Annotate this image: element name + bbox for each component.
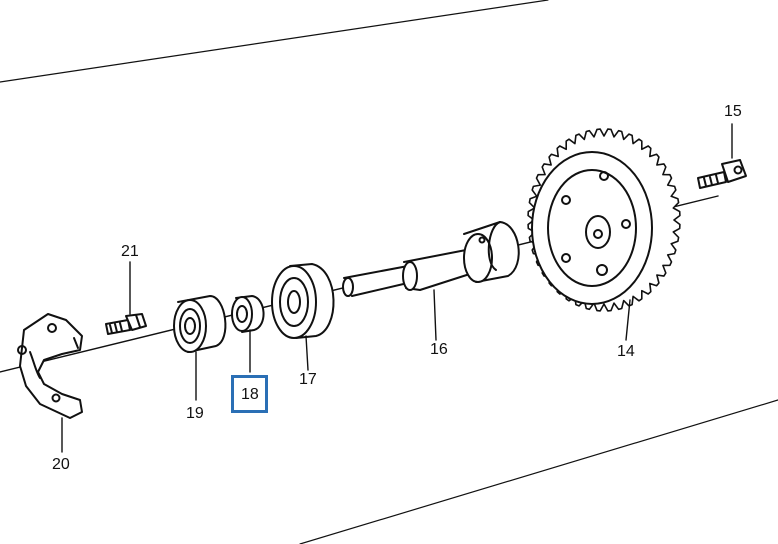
label-18: 18 xyxy=(241,386,259,403)
bolt-part-15 xyxy=(697,159,747,189)
label-19: 19 xyxy=(186,405,204,422)
label-16: 16 xyxy=(430,341,448,358)
bearing-part-17 xyxy=(271,263,335,339)
background-line xyxy=(299,399,778,544)
label-20: 20 xyxy=(52,456,70,473)
gear-part-14 xyxy=(527,128,681,312)
bearing-part-19 xyxy=(173,295,227,353)
spacer-ring-part-18 xyxy=(231,295,265,333)
shaft-part-16 xyxy=(342,221,520,297)
leader-lines xyxy=(61,123,733,453)
label-17: 17 xyxy=(299,371,317,388)
bracket-part-20 xyxy=(17,313,83,419)
highlight-box-18 xyxy=(231,375,268,413)
background-line xyxy=(0,0,549,83)
label-15: 15 xyxy=(724,103,742,120)
bolt-part-21 xyxy=(105,313,147,335)
label-21: 21 xyxy=(121,243,139,260)
label-14: 14 xyxy=(617,343,635,360)
